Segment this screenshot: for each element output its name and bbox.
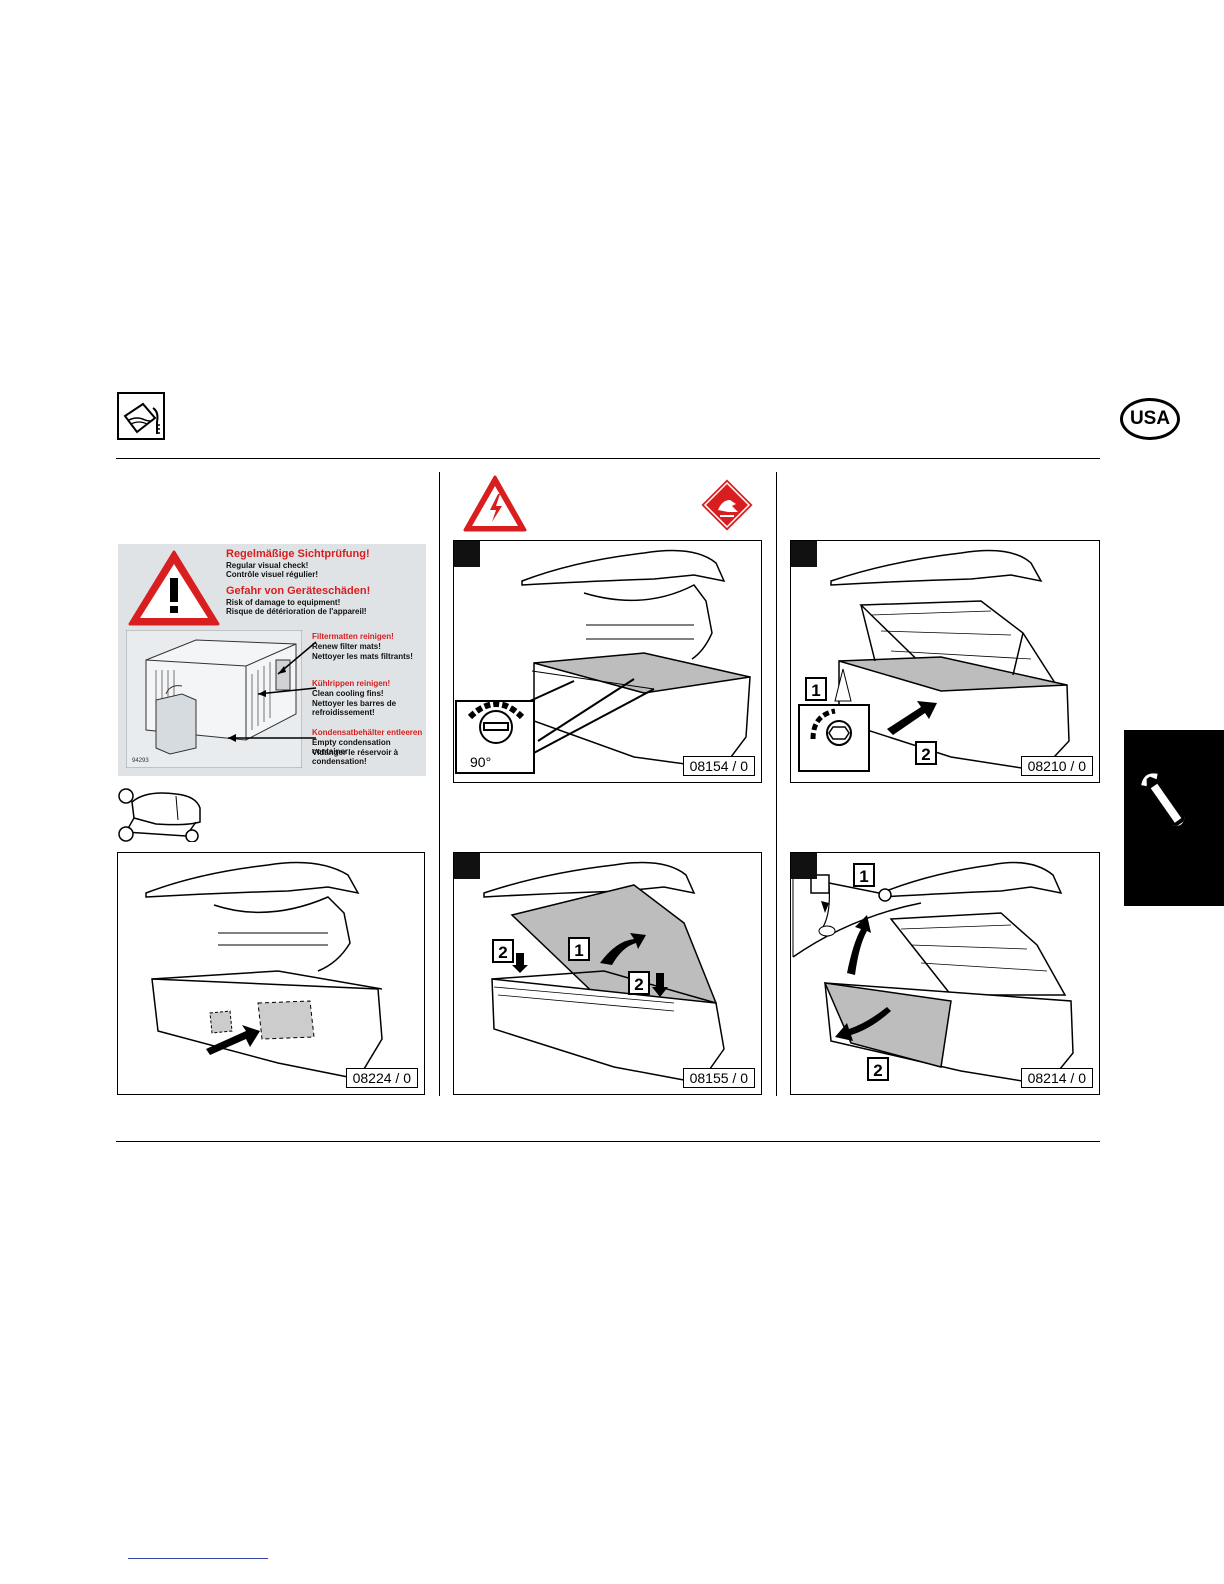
header-rule — [116, 458, 1100, 459]
country-badge: USA — [1120, 398, 1180, 440]
sticker-cond-en: Empty condensation container — [312, 738, 391, 756]
figure-08224: 08224 / 0 — [117, 852, 425, 1095]
footer-rule — [116, 1141, 1100, 1142]
sticker-heading1-en: Regular visual check! — [226, 561, 309, 570]
solarium-drawing — [483, 861, 725, 1084]
maintenance-tab — [1124, 730, 1224, 906]
figure-code: 08155 / 0 — [682, 1068, 755, 1088]
solarium-drawing — [798, 549, 1070, 772]
sticker-heading2-en: Risk of damage to equipment! — [226, 598, 341, 607]
electrical-hazard-icon — [462, 474, 528, 534]
maintenance-sticker: Regelmäßige Sichtprüfung! Regular visual… — [118, 544, 426, 776]
warning-triangle-icon — [128, 550, 220, 626]
figure-08154: 90° 08154 / 0 — [453, 540, 762, 783]
sticker-fins-fr: Nettoyer les barres de refroidissement! — [312, 699, 397, 717]
sticker-filter-de: Filtermatten reinigen! — [312, 632, 394, 641]
step-number-1: 1 — [853, 863, 875, 887]
step-number-2: 2 — [915, 741, 937, 765]
figure-08155: 1 2 2 08155 / 0 — [453, 852, 762, 1095]
solarium-drawing — [145, 861, 383, 1080]
column-divider-1 — [439, 472, 440, 1096]
step-number-1: 1 — [805, 677, 827, 701]
step-number-2: 2 — [628, 971, 650, 995]
sticker-cond-de: Kondensatbehälter entleeren — [312, 728, 423, 737]
step-marker — [454, 853, 480, 879]
sticker-arrows — [228, 641, 317, 742]
column-divider-2 — [776, 472, 777, 1096]
figure-08210: 1 2 08210 / 0 — [790, 540, 1100, 783]
step-number-1: 1 — [568, 937, 590, 961]
figure-code: 08210 / 0 — [1020, 756, 1093, 776]
step-marker — [454, 541, 480, 567]
sticker-heading1-de: Regelmäßige Sichtprüfung! — [226, 548, 370, 560]
sticker-fins-en: Clean cooling fins! — [312, 689, 384, 698]
figure-code: 08224 / 0 — [345, 1068, 418, 1088]
wrench-icon — [1141, 773, 1185, 826]
rotation-angle: 90° — [470, 754, 491, 770]
sticker-heading1-fr: Contrôle visuel régulier! — [226, 570, 319, 579]
step-marker — [791, 541, 817, 567]
air-conditioner-drawing: 94293 — [126, 630, 302, 768]
sticker-filter-en: Renew filter mats! — [312, 642, 381, 651]
bed-orientation-icon — [116, 786, 206, 843]
sticker-cond-fr: Vidanger le réservoir à condensation! — [312, 748, 399, 766]
figure-08214: 1 2 08214 / 0 — [790, 852, 1100, 1095]
water-container-icon — [117, 392, 165, 440]
sticker-fins-de: Kühlrippen reinigen! — [312, 679, 391, 688]
step-marker — [791, 853, 817, 879]
figure-code: 08214 / 0 — [1020, 1068, 1093, 1088]
sticker-code: 94293 — [132, 758, 149, 764]
figure-code: 08154 / 0 — [682, 756, 755, 776]
hot-surface-warning-icon — [698, 476, 756, 534]
step-number-2: 2 — [492, 939, 514, 963]
sticker-filter-fr: Nettoyer les mats filtrants! — [312, 652, 413, 661]
footer-link-underline — [128, 1558, 268, 1559]
sticker-heading2-fr: Risque de détérioration de l'appareil! — [226, 607, 367, 616]
sticker-heading2-de: Gefahr von Geräteschäden! — [226, 585, 371, 597]
solarium-drawing: 90° — [455, 549, 751, 774]
step-number-2: 2 — [867, 1057, 889, 1081]
solarium-drawing — [792, 855, 1074, 1086]
